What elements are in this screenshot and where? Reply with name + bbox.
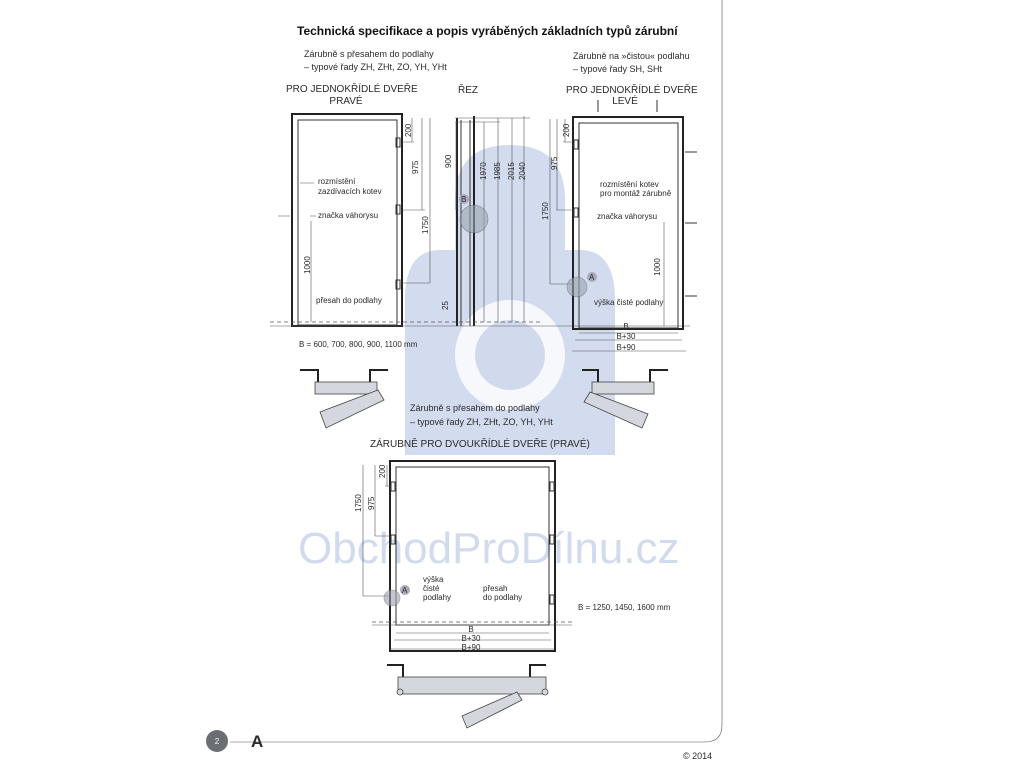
right-door-drawing: PRO JEDNOKŘÍDLÉ DVEŘE LEVÉ A 200 975 175… <box>541 83 698 352</box>
overlap-label: přesah do podlahy <box>316 296 382 305</box>
section-letter: A <box>251 732 263 751</box>
dim-2040: 2040 <box>518 162 527 180</box>
dim-200: 200 <box>562 123 571 137</box>
dim-2015: 2015 <box>507 162 516 180</box>
dim-1985: 1985 <box>493 162 502 180</box>
overlap-label-1: přesah <box>483 584 507 593</box>
double-widths-label: B = 1250, 1450, 1600 mm <box>578 603 671 612</box>
right-plan-view <box>582 369 668 429</box>
double-marker-a: A <box>402 586 408 595</box>
level-mark-label: značka váhorysu <box>318 211 378 220</box>
section-heading: ŘEZ <box>458 83 478 96</box>
overlap-label-2: do podlahy <box>483 593 522 602</box>
dim-1970: 1970 <box>479 162 488 180</box>
dim-975: 975 <box>367 496 376 510</box>
right-door-subheading: LEVÉ <box>612 94 638 107</box>
left-plan-view <box>300 369 388 429</box>
page-title: Technická specifikace a popis vyráběných… <box>297 24 678 38</box>
dim-b: B <box>623 322 628 331</box>
left-door-subheading: PRAVÉ <box>329 94 362 107</box>
dim-b30: B+30 <box>462 634 481 643</box>
double-door-drawing: ZÁRUBNĚ PRO DVOUKŘÍDLÉ DVEŘE (PRAVÉ) A 2… <box>354 437 671 652</box>
right-door-heading: PRO JEDNOKŘÍDLÉ DVEŘE <box>566 83 698 96</box>
section-marker-b: B <box>461 195 466 204</box>
right-type-line1: Zárubně na »čistou« podlahu <box>573 51 690 61</box>
anchors-label-2: zazdívacích kotev <box>318 187 382 196</box>
double-type-line1: Zárubně s přesahem do podlahy <box>410 403 540 413</box>
dim-1750: 1750 <box>541 202 550 220</box>
dim-975: 975 <box>411 160 420 174</box>
dim-b90: B+90 <box>462 643 481 652</box>
dim-200: 200 <box>404 123 413 137</box>
floor-label-1: výška <box>423 575 444 584</box>
double-plan-view <box>387 664 549 729</box>
dim-1000: 1000 <box>653 258 662 276</box>
anchors-label-1: rozmístění kotev <box>600 180 659 189</box>
dim-200: 200 <box>378 464 387 478</box>
dim-900: 900 <box>444 154 453 168</box>
dim-1000: 1000 <box>303 256 312 274</box>
dim-1750: 1750 <box>421 216 430 234</box>
double-door-heading: ZÁRUBNĚ PRO DVOUKŘÍDLÉ DVEŘE (PRAVÉ) <box>370 437 590 450</box>
left-type-line1: Zárubně s přesahem do podlahy <box>304 49 434 59</box>
watermark-text: ObchodProDílnu.cz <box>298 524 680 573</box>
floor-label-3: podlahy <box>423 593 451 602</box>
left-door-heading: PRO JEDNOKŘÍDLÉ DVEŘE <box>286 82 418 95</box>
dim-1750: 1750 <box>354 494 363 512</box>
dim-b90: B+90 <box>617 343 636 352</box>
dim-25: 25 <box>441 301 450 310</box>
dim-b30: B+30 <box>617 332 636 341</box>
copyright: © 2014 <box>683 751 712 761</box>
anchors-label-1: rozmístění <box>318 177 356 186</box>
floor-label: výška čisté podlahy <box>594 298 663 307</box>
section-drawing: ŘEZ B 900 1970 1985 2015 2040 25 <box>441 83 530 326</box>
right-marker-a: A <box>589 273 595 282</box>
left-type-line2: – typové řady ZH, ZHt, ZO, YH, YHt <box>304 62 447 72</box>
page-number: 2 <box>215 737 220 746</box>
double-type-line2: – typové řady ZH, ZHt, ZO, YH, YHt <box>410 417 553 427</box>
single-widths-label: B = 600, 700, 800, 900, 1100 mm <box>299 340 418 349</box>
dim-975: 975 <box>550 156 559 170</box>
anchors-label-2: pro montáž zárubně <box>600 189 672 198</box>
page-number-badge <box>206 730 228 752</box>
dim-b: B <box>468 625 473 634</box>
level-mark-label: značka váhorysu <box>597 212 657 221</box>
floor-label-2: čisté <box>423 584 440 593</box>
right-type-line2: – typové řady SH, SHt <box>573 64 663 74</box>
